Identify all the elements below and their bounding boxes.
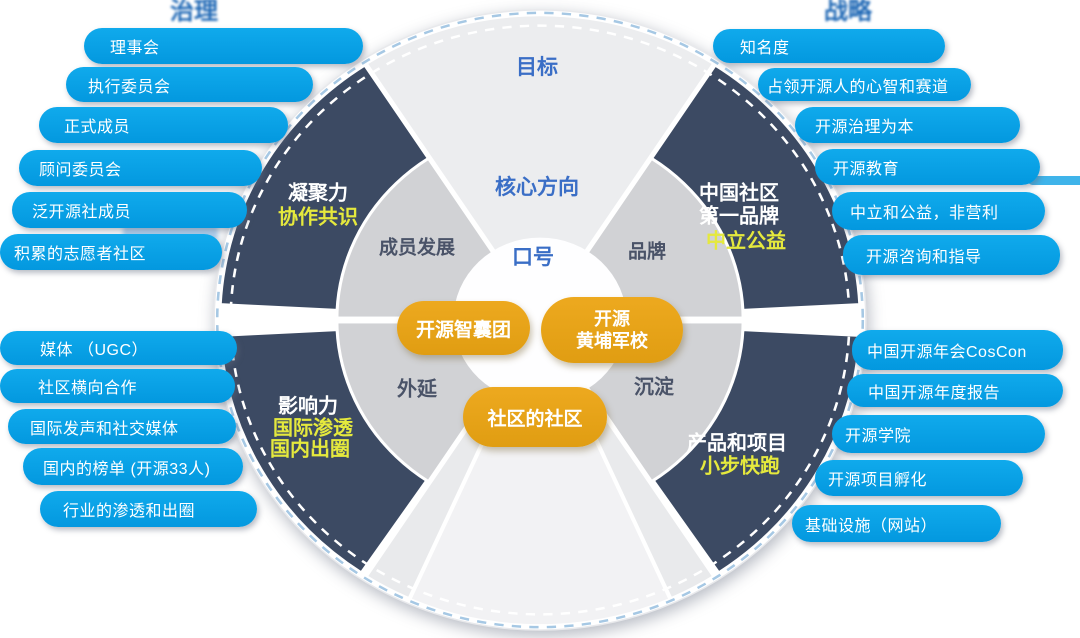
- ring-label-brand: 品牌: [627, 241, 667, 263]
- pill-label: 积累的志愿者社区: [14, 246, 147, 263]
- pill-label: 开源学院: [845, 428, 912, 445]
- pill-left_bottom-0: 媒体 （UGC）: [0, 331, 237, 365]
- pill-left_bottom-3: 国内的榜单 (开源33人): [23, 448, 243, 485]
- pill-right_bottom-1: 中国开源年度报告: [847, 374, 1063, 407]
- pill-label: 知名度: [740, 40, 790, 57]
- pill-left_bottom-4: 行业的渗透和出圈: [40, 491, 257, 527]
- left-column-header-partial: 治理: [170, 0, 218, 25]
- center-pill-community-of-communities-label: 社区的社区: [487, 408, 583, 430]
- pill-label: 媒体 （UGC）: [40, 342, 149, 359]
- pill-label: 行业的渗透和出圈: [63, 503, 196, 520]
- pill-left_top-5: 积累的志愿者社区: [0, 234, 222, 270]
- quadrant-influence-subtitle-line1: 国际渗透: [273, 417, 353, 440]
- strategy-wheel: [213, 9, 867, 631]
- pill-label: 社区横向合作: [38, 380, 138, 397]
- pill-left_top-4: 泛开源社成员: [12, 192, 247, 228]
- right-separator: [622, 316, 864, 324]
- pill-left_top-1: 执行委员会: [66, 67, 313, 102]
- clipped-pill-edge-artifact: [1028, 176, 1080, 185]
- pill-right_top-3: 开源教育: [815, 149, 1040, 185]
- left-separator: [216, 316, 458, 324]
- pill-label: 顾问委员会: [39, 162, 122, 179]
- center-pill-academy: 开源 黄埔军校: [541, 297, 683, 363]
- pill-label: 中国开源年会CosCon: [867, 344, 1027, 361]
- quadrant-brand-subtitle: 中立公益: [706, 230, 786, 253]
- center-pill-academy-line2: 黄埔军校: [576, 331, 648, 351]
- pill-label: 基础设施（网站）: [805, 517, 938, 535]
- quadrant-product-title: 产品和项目: [687, 432, 787, 455]
- ring-label-outreach: 外延: [397, 378, 437, 401]
- pill-label: 中立和公益，非营利: [850, 205, 999, 222]
- pill-left_top-0: 理事会: [84, 28, 363, 64]
- pill-label: 正式成员: [64, 119, 131, 136]
- quadrant-product-subtitle: 小步快跑: [700, 455, 780, 478]
- quadrant-influence-subtitle-line2: 国内出圈: [270, 438, 350, 461]
- quadrant-cohesion-title: 凝聚力: [288, 182, 348, 205]
- goal-label: 目标: [516, 56, 558, 79]
- quadrant-brand-title-line1: 中国社区: [699, 182, 779, 205]
- ring-label-deposit: 沉淀: [634, 376, 674, 399]
- right-column-header-partial: 战略: [824, 0, 872, 25]
- pill-right_bottom-2: 开源学院: [832, 415, 1045, 453]
- pill-label: 开源教育: [833, 161, 900, 178]
- pill-label: 理事会: [110, 40, 160, 57]
- center-pill-think-tank-label: 开源智囊团: [415, 319, 511, 341]
- pill-right_top-4: 中立和公益，非营利: [832, 192, 1045, 230]
- pill-label: 开源项目孵化: [828, 472, 928, 489]
- center-pill-think-tank: 开源智囊团: [397, 301, 530, 355]
- pill-label: 开源咨询和指导: [866, 249, 982, 266]
- pill-right_top-0: 知名度: [713, 29, 945, 63]
- quadrant-brand-title-line2: 第一品牌: [699, 205, 779, 228]
- quadrant-influence-title: 影响力: [278, 395, 338, 418]
- pill-left_bottom-1: 社区横向合作: [0, 369, 235, 403]
- pill-left_top-2: 正式成员: [39, 107, 288, 143]
- center-pill-community-of-communities: 社区的社区: [463, 387, 607, 447]
- pill-right_top-1: 占领开源人的心智和赛道: [758, 68, 971, 101]
- pill-right_bottom-4: 基础设施（网站）: [792, 505, 1001, 542]
- center-pill-academy-line1: 开源: [594, 308, 630, 329]
- slogan-label: 口号: [512, 246, 554, 269]
- pill-right_bottom-0: 中国开源年会CosCon: [852, 330, 1063, 370]
- pill-left_bottom-2: 国际发声和社交媒体: [8, 409, 236, 444]
- pill-right_bottom-3: 开源项目孵化: [815, 460, 1023, 496]
- pill-label: 泛开源社成员: [32, 204, 132, 221]
- pill-left_top-3: 顾问委员会: [19, 150, 262, 186]
- pill-label: 执行委员会: [88, 78, 171, 96]
- pill-label: 国际发声和社交媒体: [30, 420, 179, 438]
- dashed-arc-inner: [229, 24, 851, 616]
- ring-label-member-development: 成员发展: [378, 237, 456, 259]
- pill-right_top-5: 开源咨询和指导: [843, 235, 1060, 275]
- quadrant-cohesion-subtitle: 协作共识: [278, 206, 358, 229]
- pill-label: 开源治理为本: [815, 119, 915, 136]
- pill-right_top-2: 开源治理为本: [795, 107, 1020, 143]
- dashed-arc-outer: [215, 11, 865, 629]
- pill-label: 国内的榜单 (开源33人): [43, 460, 211, 478]
- pill-label: 占领开源人的心智和赛道: [767, 78, 949, 96]
- core-direction-label: 核心方向: [495, 176, 579, 199]
- pill-label: 中国开源年度报告: [868, 384, 1001, 402]
